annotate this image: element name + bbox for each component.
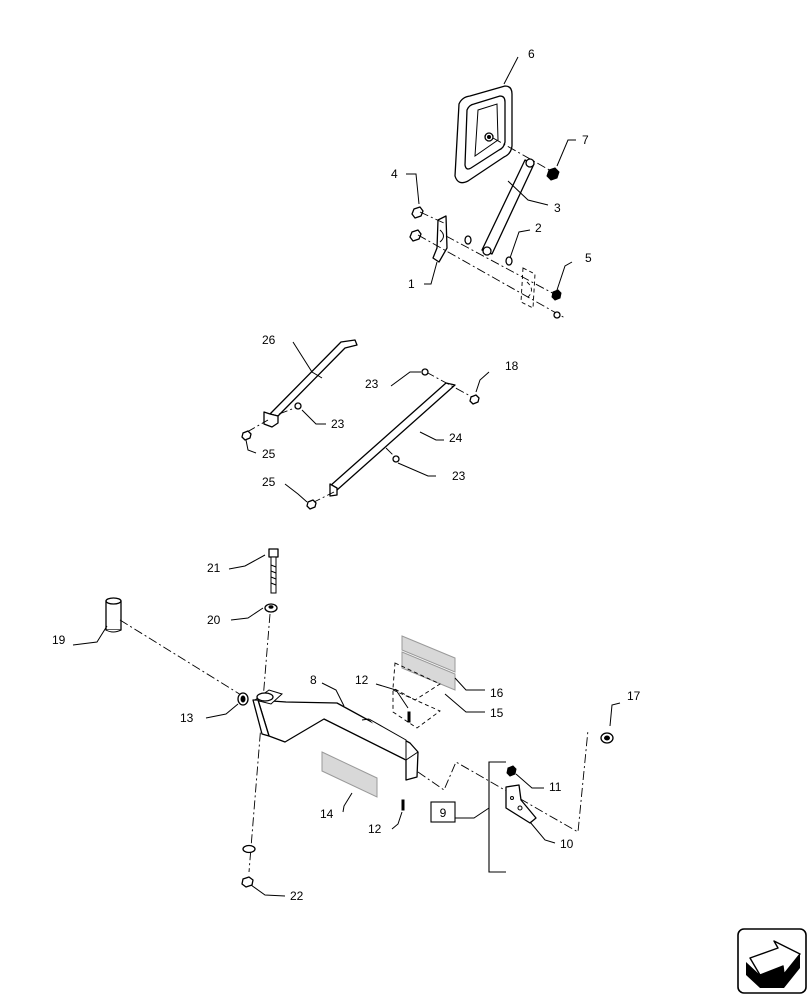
callout-6: 6 xyxy=(528,47,535,61)
callout-9: 9 xyxy=(440,806,447,820)
callout-1: 1 xyxy=(408,277,415,291)
callout-13: 13 xyxy=(180,711,194,725)
callouts-mirror: 6 7 4 3 2 5 1 xyxy=(391,47,592,291)
callout-20: 20 xyxy=(207,613,221,627)
callout-8: 8 xyxy=(310,673,317,687)
callout-9-box xyxy=(430,801,456,823)
callout-17: 17 xyxy=(627,689,641,703)
callout-12-top: 12 xyxy=(355,673,369,687)
callout-18: 18 xyxy=(505,359,519,373)
callout-12-bottom: 12 xyxy=(368,822,382,836)
next-page-arrow-icon[interactable] xyxy=(737,928,807,994)
mirror-head xyxy=(454,85,513,184)
decal-15 xyxy=(401,651,456,691)
bracket-10 xyxy=(505,784,537,824)
callouts-arm: 21 20 19 8 12 16 15 13 17 11 14 10 12 22 xyxy=(52,554,641,903)
callout-2: 2 xyxy=(535,221,542,235)
callout-19: 19 xyxy=(52,633,66,647)
kit-bracket: 9 xyxy=(430,761,506,873)
callout-15: 15 xyxy=(490,706,504,720)
callout-4: 4 xyxy=(391,167,398,181)
callout-23-left: 23 xyxy=(331,417,345,431)
decal-14 xyxy=(321,751,378,798)
mirror-arm xyxy=(481,158,535,256)
callout-10: 10 xyxy=(560,837,574,851)
mounting-arm xyxy=(252,689,419,781)
mounting-plate xyxy=(432,215,448,263)
callout-23-top: 23 xyxy=(365,377,379,391)
callout-7: 7 xyxy=(582,133,589,147)
callout-22: 22 xyxy=(290,889,304,903)
mounting-arm-assembly xyxy=(105,548,614,888)
callout-14: 14 xyxy=(320,807,334,821)
bolt-21 xyxy=(268,548,279,594)
callout-25-upper: 25 xyxy=(262,447,276,461)
callout-21: 21 xyxy=(207,561,221,575)
callout-3: 3 xyxy=(554,201,561,215)
mirror-assembly xyxy=(409,85,566,319)
nut-7 xyxy=(546,167,560,181)
support-rods xyxy=(241,339,480,510)
callout-24: 24 xyxy=(449,431,463,445)
callout-5: 5 xyxy=(585,251,592,265)
callout-16: 16 xyxy=(490,686,504,700)
callout-25-lower: 25 xyxy=(262,475,276,489)
callout-23-right: 23 xyxy=(452,469,466,483)
callout-26: 26 xyxy=(262,333,276,347)
spacer-19 xyxy=(105,597,122,633)
callouts-rods: 26 23 18 23 24 25 23 25 xyxy=(245,333,519,503)
decal-16 xyxy=(401,635,456,673)
callout-11: 11 xyxy=(549,780,562,794)
